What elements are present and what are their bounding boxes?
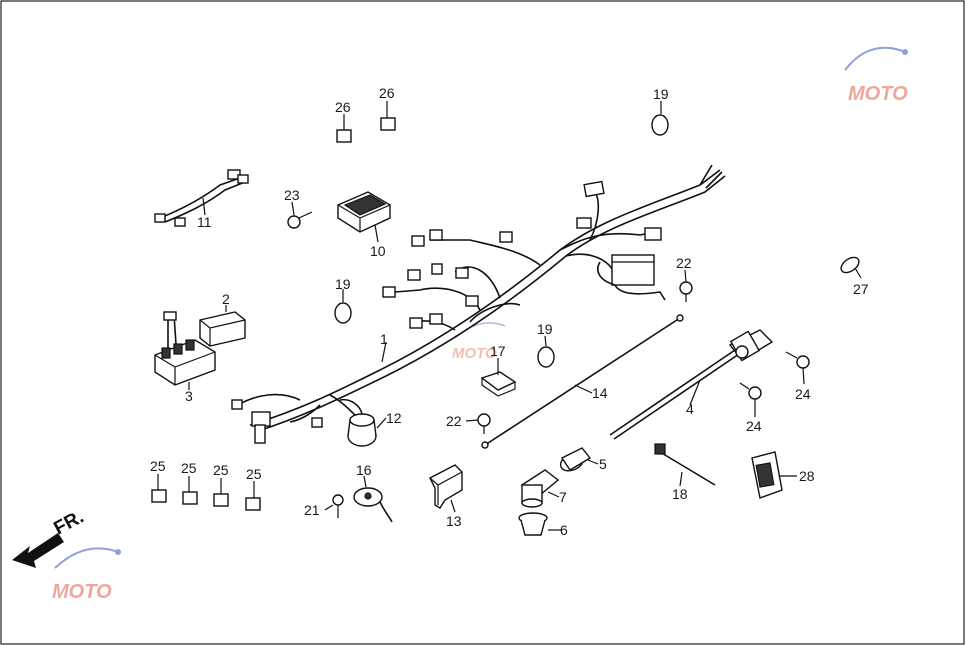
callout-27: 27 — [853, 281, 869, 297]
callout-25-a: 25 — [150, 458, 166, 474]
watermark-text: MOTO — [848, 83, 908, 105]
front-direction-arrow-icon — [12, 533, 64, 568]
callout-16: 16 — [356, 462, 372, 478]
part-21-screw — [332, 494, 344, 518]
callout-17: 17 — [490, 343, 506, 359]
callout-1: 1 — [380, 331, 388, 347]
callout-12: 12 — [386, 410, 402, 426]
part-17-relay — [480, 371, 517, 397]
part-22-bolt — [477, 281, 693, 434]
part-7-spark-plug-cap — [520, 469, 560, 508]
callout-7: 7 — [559, 489, 567, 505]
callout-5: 5 — [599, 456, 607, 472]
callout-22-center: 22 — [446, 413, 462, 429]
part-6-socket-cap — [518, 512, 548, 536]
callout-26-left: 26 — [335, 99, 351, 115]
callout-6: 6 — [560, 522, 568, 538]
watermark-top-right: MOTO — [844, 46, 908, 105]
part-28-bracket — [751, 451, 783, 499]
callout-25-b: 25 — [181, 460, 197, 476]
part-12-horn — [339, 398, 377, 447]
part-5-rubber-boot — [559, 447, 592, 472]
part-27-bulb — [840, 256, 860, 274]
callout-2: 2 — [222, 291, 230, 307]
part-25-fuse — [151, 489, 261, 511]
callout-25-c: 25 — [213, 462, 229, 478]
part-13-mounting-bracket — [429, 464, 463, 509]
callout-18: 18 — [672, 486, 688, 502]
part-14-cable — [481, 314, 684, 449]
callout-21: 21 — [304, 502, 320, 518]
callout-25-d: 25 — [246, 466, 262, 482]
callout-14: 14 — [592, 385, 608, 401]
part-24-bolt — [739, 351, 810, 400]
callout-28: 28 — [799, 468, 815, 484]
part-2-rubber-cover — [199, 311, 246, 347]
part-1-main-wiring-harness — [231, 164, 726, 444]
callout-19-left: 19 — [335, 276, 351, 292]
callout-23: 23 — [284, 187, 300, 203]
part-23-bolt — [287, 211, 313, 229]
callout-10: 10 — [370, 243, 386, 259]
part-4-ignition-coil — [609, 329, 774, 440]
watermark-bottom-left: MOTO — [52, 547, 121, 603]
callout-13: 13 — [446, 513, 462, 529]
callout-4: 4 — [686, 401, 694, 417]
callout-24-left: 24 — [746, 418, 762, 434]
part-16-buzzer — [353, 487, 393, 523]
callouts: 1 2 3 4 5 6 7 10 11 12 13 14 16 17 18 19… — [150, 85, 869, 538]
leader-lines — [157, 101, 862, 531]
callout-3: 3 — [185, 388, 193, 404]
callout-11: 11 — [197, 214, 212, 230]
part-19-hose-clamp — [334, 114, 669, 368]
part-10-regulator-rectifier — [337, 191, 391, 233]
watermark-text: MOTO — [52, 581, 112, 603]
part-11-sub-harness — [154, 169, 249, 227]
callout-22-right: 22 — [676, 255, 692, 271]
part-3-cdi-unit — [154, 311, 216, 386]
part-18-cable-tie — [654, 443, 716, 486]
watermark-text: MOTO — [452, 345, 497, 362]
callout-24-right: 24 — [795, 386, 811, 402]
callout-19-center: 19 — [537, 321, 553, 337]
callout-26-right: 26 — [379, 85, 395, 101]
callout-19-top: 19 — [653, 86, 669, 102]
